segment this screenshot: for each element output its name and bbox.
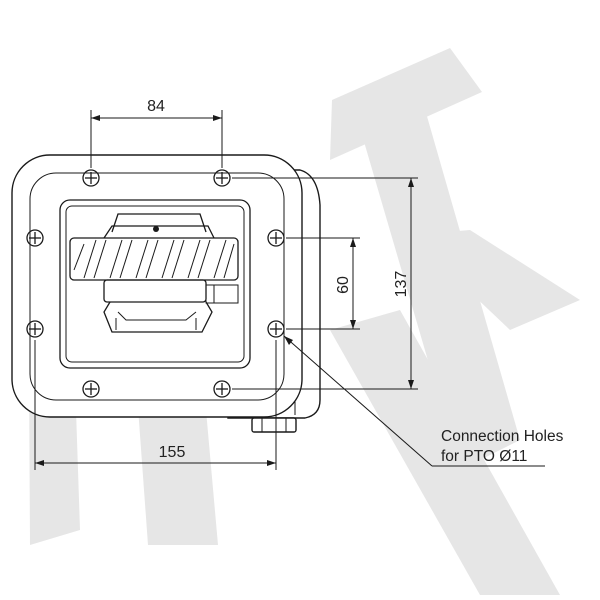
mounting-holes [26, 169, 285, 398]
watermark-letter-k-arm [410, 230, 580, 330]
dimension-inner-height: 60 [286, 237, 360, 330]
flange-plate [11, 154, 303, 418]
dimension-inner-height-label: 60 [335, 276, 352, 294]
connection-holes-leader: Connection Holes for PTO Ø11 [283, 335, 564, 467]
mounting-hole [82, 380, 100, 398]
gear-bracket [205, 284, 239, 304]
mounting-hole [82, 169, 100, 187]
mounting-hole [26, 229, 44, 247]
gear-assembly [69, 213, 239, 333]
dimension-top-width-label: 84 [147, 98, 165, 115]
connection-holes-note-line2: for PTO Ø11 [441, 448, 527, 465]
connection-holes-note-line1: Connection Holes [441, 428, 564, 445]
inner-window-edge [65, 205, 245, 363]
dimension-outer-height: 137 [232, 177, 418, 390]
watermark-letter-k-lower [330, 310, 560, 595]
inner-window [59, 199, 251, 369]
bottom-fitting [251, 417, 297, 433]
mounting-hole [213, 380, 231, 398]
gear-teeth [73, 239, 235, 279]
dimension-top-width: 84 [90, 98, 223, 168]
dimension-outer-height-label: 137 [393, 271, 410, 298]
flange-plate-inner-edge [29, 172, 285, 401]
mounting-hole [213, 169, 231, 187]
mounting-hole [267, 320, 285, 338]
mounting-hole [26, 320, 44, 338]
gear-pin-hole [153, 226, 159, 232]
dimension-bottom-width-label: 155 [159, 444, 186, 461]
dimension-bottom-width: 155 [34, 340, 277, 470]
watermark-letter-k-upper [360, 92, 520, 470]
mounting-hole [267, 229, 285, 247]
